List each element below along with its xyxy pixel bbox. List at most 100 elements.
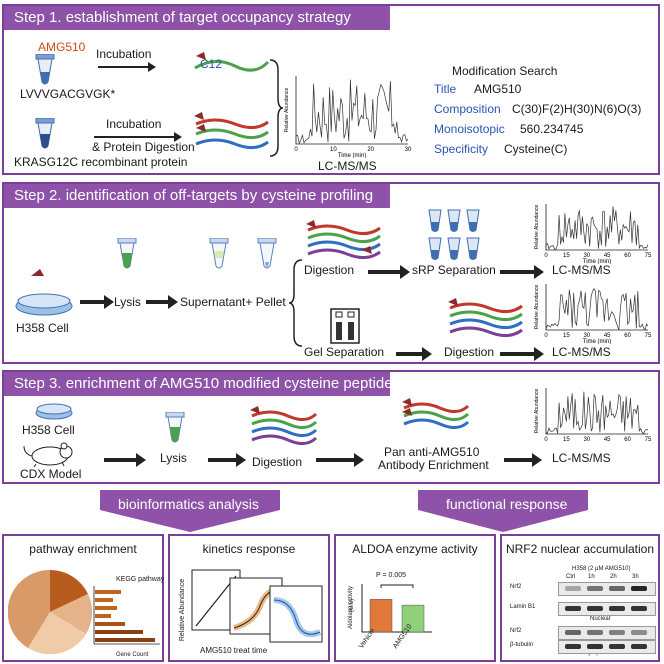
nrf2-band [587, 586, 603, 591]
brace-icon [288, 259, 303, 347]
nrf2-band [609, 644, 625, 649]
srp-tubes-icon [428, 209, 480, 260]
chrom-tick: 30 [583, 437, 590, 443]
nrf2-row-label: β-tubulin [510, 642, 534, 648]
nrf2-band [631, 606, 647, 611]
c12-label: C12 [200, 57, 223, 71]
arrow-lcms-top [500, 265, 544, 279]
mod-search-title: Modification Search [452, 64, 558, 78]
chrom-tick: 30 [583, 333, 590, 339]
chrom-tick: 60 [624, 437, 631, 443]
tube-icon [35, 118, 55, 149]
chrom-tick: 75 [645, 437, 652, 443]
nrf2-band [631, 644, 647, 649]
arrow-3b [208, 453, 246, 467]
gel-icon [330, 308, 360, 344]
nrf2-panel: NRF2 nuclear accumulation H358 (2 μM AMG… [500, 534, 660, 662]
mod-value: Cysteine(C) [504, 142, 568, 156]
aldoa-ylabel-unit: (U/L) [349, 598, 356, 613]
nrf2-band [609, 630, 625, 635]
arrow-lcms-bottom [500, 347, 544, 361]
brace-icon [269, 59, 284, 157]
chrom-axis [545, 204, 648, 251]
functional-funnel [418, 490, 588, 532]
chrom-xlabel: Time (min) [338, 153, 366, 158]
tube-icon [257, 238, 277, 269]
chrom-axis [545, 284, 648, 331]
mouse-icon [23, 442, 73, 468]
mod-key: Title [434, 82, 457, 96]
kinetics-ylabel: Relative Abundance [179, 578, 187, 642]
enrich-line2: Antibody Enrichment [378, 458, 489, 472]
chrom-tick: 75 [645, 333, 652, 339]
nrf2-row-label: Lamin B1 [510, 604, 536, 610]
nrf2-band [587, 630, 603, 635]
arrow-3a [104, 453, 146, 467]
mod-key: Monoisotopic [434, 122, 505, 136]
chrom-ylabel: Relative Abundance [284, 88, 290, 133]
functional-label: functional response [446, 496, 568, 512]
nrf2-band [565, 586, 581, 591]
tube-icon [35, 54, 55, 85]
cdx-label: CDX Model [20, 467, 82, 481]
lcms-label-3: LC-MS/MS [552, 451, 611, 465]
nrf2-nuclear: Nuclear [590, 616, 611, 622]
chrom-tick: 60 [624, 253, 631, 259]
incubation-label-1: Incubation [96, 47, 152, 61]
step3-banner: Step 3. enrichment of AMG510 modified cy… [4, 372, 393, 396]
h358-label-3: H358 Cell [22, 423, 75, 437]
panel-title: ALDOA enzyme activity [352, 542, 478, 556]
nrf2-band [609, 586, 625, 591]
pie-icon [8, 569, 92, 655]
bioinformatics-funnel [100, 490, 280, 532]
chrom-ylabel: Relative Abundance [534, 389, 540, 434]
arrow-1 [98, 62, 156, 72]
kinetics-panel: kinetics response Relative Abundance AMG… [168, 534, 330, 662]
nrf2-blot-box [558, 626, 656, 640]
nrf2-band [609, 606, 625, 611]
chrom-trace [545, 288, 649, 331]
aldoa-pvalue: P = 0.005 [376, 572, 407, 579]
nrf2-band [587, 606, 603, 611]
aldoa-chart [361, 584, 432, 633]
peptides-icon [448, 298, 523, 337]
tube-icon [117, 238, 137, 269]
pathway-panel: pathway enrichment KEGG pathway Gene Cou… [2, 534, 164, 662]
chrom-tick: 15 [563, 253, 570, 259]
chrom-trace [545, 391, 649, 435]
lysis-label-3: Lysis [160, 451, 187, 465]
aldoa-panel: ALDOA enzyme activity P = 0.005 Aldolase… [334, 534, 496, 662]
mod-value: AMG510 [474, 82, 522, 96]
step1-banner: Step 1. establishment of target occupanc… [4, 6, 390, 30]
mod-key: Composition [434, 102, 501, 116]
protein-label: KRASG12C recombinant protein [14, 155, 188, 169]
incubation-label-2: Incubation [106, 117, 162, 131]
digestion-top-label: Digestion [304, 263, 355, 277]
arrow-super [146, 295, 178, 309]
chrom-tick: 15 [563, 437, 570, 443]
aldoa-bar [401, 604, 425, 633]
cell-dish-icon [35, 403, 73, 420]
lcms-label-1: LC-MS/MS [318, 159, 377, 173]
aldoa-bar [369, 599, 393, 633]
kinetics-plots [191, 569, 323, 643]
chrom-tick: 0 [544, 437, 548, 443]
kegg-bars [93, 586, 160, 645]
digestion-bottom-label: Digestion [444, 345, 495, 359]
chrom-tick: 0 [294, 147, 298, 153]
nrf2-blot-box [558, 602, 656, 616]
arrow-gel [396, 347, 432, 361]
nrf2-time: 2h [610, 574, 617, 580]
nrf2-band [565, 606, 581, 611]
gel-label: Gel Separation [304, 345, 385, 359]
chrom-tick: 45 [604, 333, 611, 339]
panel-title: kinetics response [202, 542, 296, 556]
h358-label: H358 Cell [16, 321, 69, 335]
chrom-tick: 0 [544, 333, 548, 339]
lcms-top-label: LC-MS/MS [552, 263, 611, 277]
peptides-icon [402, 398, 470, 429]
aldoa-sig-bracket [380, 584, 414, 588]
